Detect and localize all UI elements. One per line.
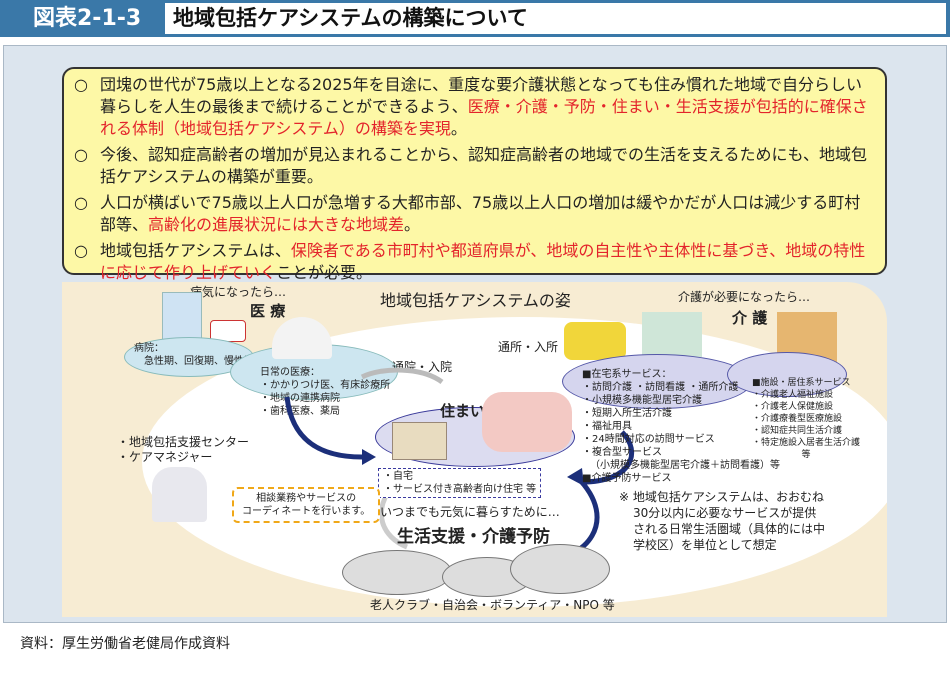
diagram-title: 地域包括ケアシステムの姿 [380, 291, 571, 310]
summary-box: ○ 団塊の世代が75歳以上となる2025年を目途に、重度な要介護状態となっても住み… [62, 67, 887, 282]
housing-heading: 住まい [440, 402, 486, 420]
volunteer-ellipse [510, 544, 610, 594]
figure-label: 図表2-1-3 [33, 6, 142, 31]
facility-services-list: ■施設・居住系サービス・介護老人福祉施設・介護老人保健施設・介護療養型医療施設・… [752, 378, 861, 460]
text-segment: 。 [450, 119, 467, 138]
bullet-marker: ○ [74, 193, 88, 212]
house-icon [392, 422, 447, 460]
bullet-marker: ○ [74, 241, 88, 260]
consult-callout: 相談業務やサービスのコーディネートを行います。 [232, 487, 381, 523]
care-manager-icon [152, 467, 207, 522]
home-services-list: ■在宅系サービス：・訪問介護 ・訪問看護 ・通所介護・小規模多機能型居宅介護・短… [582, 369, 780, 484]
highlighted-text: 保険者である市町村や都道府県が、地域の自主性や主体性に基づき、地域の特性に応じて… [100, 241, 866, 282]
daily-care-text: 日常の医療：・かかりつけ医、有床診療所・地域の連携病院・歯科医療、薬局 [260, 367, 391, 417]
home-service-ellipse [562, 354, 752, 409]
family-icon [482, 392, 572, 452]
source-note: 資料：厚生労働省老健局作成資料 [20, 636, 230, 652]
arrow-label-care: 通所・入所 [498, 340, 559, 354]
highlighted-text: 医療・介護・予防・住まい・生活支援が包括的に確保される体制（地域包括ケアシステム… [100, 97, 868, 138]
care-heading: 介 護 [732, 309, 768, 327]
housing-list: ・自宅・サービス付き高齢者向け住宅 等 [378, 468, 542, 498]
support-center-text: ・地域包括支援センター・ケアマネジャー [117, 435, 250, 464]
text-segment: 人口が横ばいで75歳以上人口が急増する大都市部、75歳以上人口の増加は緩やかだが… [100, 193, 861, 234]
summary-bullet: ○ 今後、認知症高齢者の増加が見込まれることから、認知症高齢者の地域での生活を支え… [74, 144, 875, 188]
care-facility-icon [642, 312, 702, 357]
medical-lead: 病気になったら… [190, 285, 287, 299]
bullet-marker: ○ [74, 145, 88, 164]
club-ellipse [342, 550, 452, 595]
header-bar: 図表2-1-3 地域包括ケアシステムの構築について [0, 0, 950, 37]
care-van-icon [564, 322, 626, 360]
text-segment: 団塊の世代が75歳以上となる2025年を目途に、重度な要介護状態となっても住み慣… [100, 75, 863, 116]
medical-heading: 医 療 [250, 302, 286, 320]
care-system-diagram: 地域包括ケアシステムの姿 病気になったら… 医 療 病院：急性期、回復期、慢性期… [62, 282, 887, 617]
facility-ellipse [727, 352, 847, 397]
prevention-groups: 老人クラブ・自治会・ボランティア・NPO 等 [370, 598, 615, 612]
summary-bullet: ○ 地域包括ケアシステムは、保険者である市町村や都道府県が、地域の自主性や主体性に… [74, 240, 875, 284]
summary-bullet: ○ 団塊の世代が75歳以上となる2025年を目途に、重度な要介護状態となっても住み… [74, 74, 875, 140]
text-segment: 地域包括ケアシステムは、 [100, 241, 291, 260]
prevention-heading: 生活支援・介護予防 [397, 527, 550, 547]
bullet-text: 今後、認知症高齢者の増加が見込まれることから、認知症高齢者の地域での生活を支える… [100, 144, 875, 188]
care-lead: 介護が必要になったら… [678, 290, 811, 304]
text-segment: ことが必要。 [276, 263, 373, 282]
doctor-nurse-icon [272, 317, 332, 359]
prevention-lead: いつまでも元気に暮らすために… [380, 505, 560, 519]
bullet-text: 人口が横ばいで75歳以上人口が急増する大都市部、75歳以上人口の増加は緩やかだが… [100, 192, 875, 236]
bullet-marker: ○ [74, 75, 88, 94]
bullet-text: 団塊の世代が75歳以上となる2025年を目途に、重度な要介護状態となっても住み慣… [100, 74, 875, 140]
highlighted-text: 高齢化の進展状況には大きな地域差 [148, 215, 405, 234]
text-segment: 今後、認知症高齢者の増加が見込まれることから、認知症高齢者の地域での生活を支える… [100, 145, 868, 186]
hospital-text: 病院：急性期、回復期、慢性期 [134, 343, 254, 367]
text-segment: 。 [404, 215, 421, 234]
bullet-text: 地域包括ケアシステムは、保険者である市町村や都道府県が、地域の自主性や主体性に基… [100, 240, 875, 284]
page-title: 地域包括ケアシステムの構築について [165, 3, 946, 34]
summary-bullet: ○ 人口が横ばいで75歳以上人口が急増する大都市部、75歳以上人口の増加は緩やかだ… [74, 192, 875, 236]
